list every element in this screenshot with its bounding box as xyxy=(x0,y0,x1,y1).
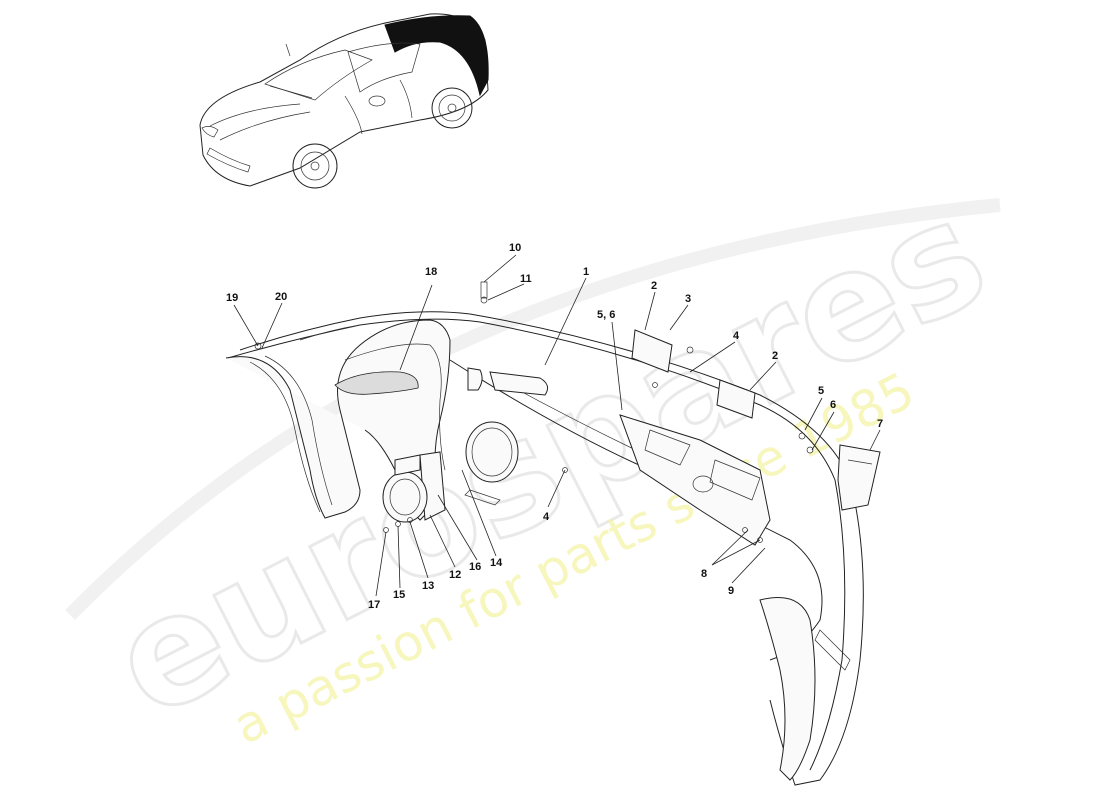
callout-6: 6 xyxy=(830,399,836,411)
callout-2-right: 2 xyxy=(772,350,778,362)
callout-18: 18 xyxy=(425,266,437,278)
callout-3: 3 xyxy=(685,293,691,305)
callout-1: 1 xyxy=(583,266,589,278)
leader-lines xyxy=(233,254,881,597)
callout-12: 12 xyxy=(449,569,461,581)
callout-4-lower: 4 xyxy=(543,511,550,523)
callout-7: 7 xyxy=(877,418,883,430)
car-outline-icon xyxy=(199,13,489,189)
callout-14: 14 xyxy=(490,557,503,569)
callout-5: 5 xyxy=(818,385,824,397)
callout-2-upper: 2 xyxy=(651,280,657,292)
callout-4-upper: 4 xyxy=(733,330,740,342)
callout-10: 10 xyxy=(509,242,521,254)
callout-11: 11 xyxy=(520,273,532,285)
callout-19: 19 xyxy=(226,292,238,304)
callout-20: 20 xyxy=(275,291,287,303)
callout-16: 16 xyxy=(469,561,481,573)
rear-bumper-assembly xyxy=(225,281,881,786)
callouts: 1 2 2 3 4 4 5, 6 5 6 7 8 9 10 11 12 13 1… xyxy=(226,242,883,611)
callout-13: 13 xyxy=(422,580,434,592)
callout-5-6: 5, 6 xyxy=(597,309,615,321)
callout-17: 17 xyxy=(368,599,380,611)
callout-15: 15 xyxy=(393,589,405,601)
callout-9: 9 xyxy=(728,585,734,597)
callout-8: 8 xyxy=(701,568,707,580)
